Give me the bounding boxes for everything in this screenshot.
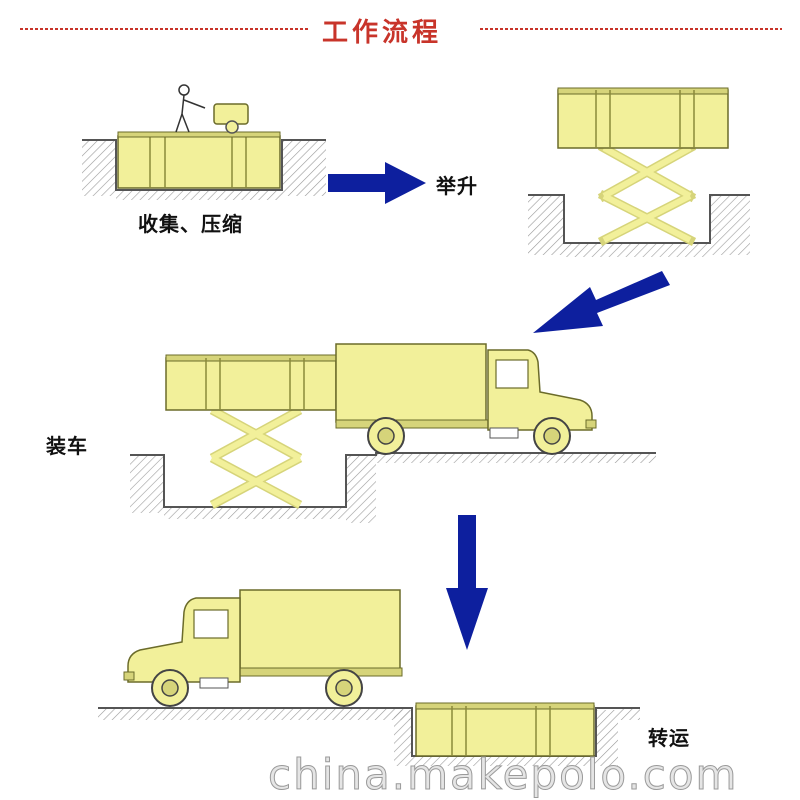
container-box bbox=[415, 705, 595, 757]
arrow-down-icon bbox=[446, 515, 488, 650]
lift-scene bbox=[528, 87, 750, 257]
step-label-load: 装车 bbox=[46, 434, 88, 458]
container-box bbox=[165, 357, 337, 411]
truck-icon bbox=[123, 589, 403, 707]
load-scene bbox=[130, 343, 656, 523]
watermark-text: china.makepolo.com bbox=[267, 750, 739, 800]
worker-with-cart-icon bbox=[175, 84, 249, 134]
container-box bbox=[117, 135, 281, 189]
truck-icon bbox=[335, 343, 597, 455]
collect-scene bbox=[82, 84, 326, 200]
transfer-scene bbox=[98, 589, 640, 766]
arrow-right-icon bbox=[328, 162, 426, 204]
step-label-collect: 收集、压缩 bbox=[138, 212, 243, 236]
step-label-lift: 举升 bbox=[436, 174, 478, 198]
arrow-down-left-icon bbox=[533, 271, 670, 333]
container-box bbox=[557, 89, 729, 149]
page-title: 工作流程 bbox=[322, 18, 443, 48]
step-label-transfer: 转运 bbox=[648, 726, 690, 750]
